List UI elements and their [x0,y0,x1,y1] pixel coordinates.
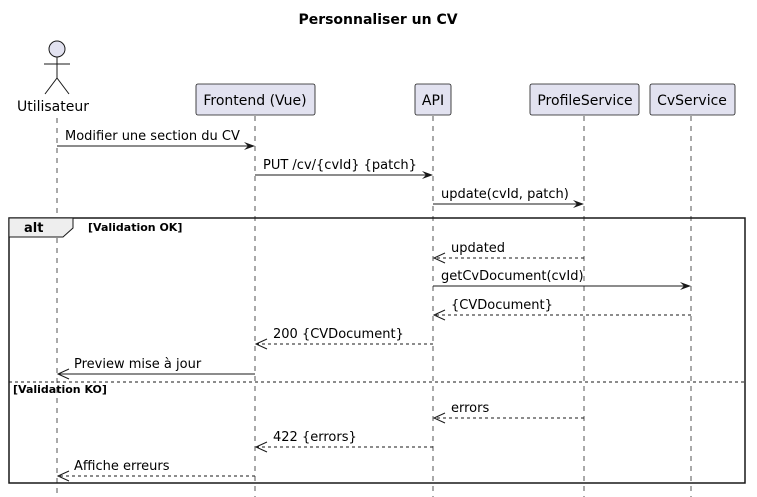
participant-profile-label: ProfileService [537,93,632,109]
message-label: {CVDocument} [451,298,553,313]
actor-user-icon [44,40,70,95]
participant-cv-label: CvService [657,93,727,109]
message-label: 200 {CVDocument} [273,327,404,342]
message-9: 422 {errors} [254,430,433,453]
message-label: getCvDocument(cvId) [441,269,584,284]
alt-frame: alt [Validation OK] [Validation KO] [8,217,746,484]
participant-profile: ProfileService [529,83,640,116]
message-8: errors [432,401,584,424]
participant-frontend: Frontend (Vue) [195,83,316,116]
participant-api: API [414,83,452,116]
message-2: update(cvId, patch) [433,187,584,208]
participant-cv: CvService [649,83,736,116]
alt-guard-ok: [Validation OK] [88,221,182,234]
message-label: update(cvId, patch) [441,187,569,202]
message-label: errors [451,401,489,416]
message-label: Modifier une section du CV [65,129,240,144]
message-7: Preview mise à jour [56,357,255,380]
message-4: getCvDocument(cvId) [433,269,691,290]
message-6: 200 {CVDocument} [254,327,433,350]
message-3: updated [432,241,584,264]
message-label: PUT /cv/{cvId} {patch} [263,158,417,173]
message-5: {CVDocument} [432,298,691,321]
alt-tag: alt [24,221,43,236]
message-0: Modifier une section du CV [57,129,255,150]
participant-frontend-label: Frontend (Vue) [203,93,306,109]
message-10: Affiche erreurs [56,459,255,482]
message-label: 422 {errors} [273,430,357,445]
message-1: PUT /cv/{cvId} {patch} [255,158,433,179]
diagram-title: Personnaliser un CV [298,12,457,28]
participant-user-label: Utilisateur [17,99,89,115]
message-label: Affiche erreurs [74,459,170,474]
participant-api-label: API [422,93,444,109]
message-label: updated [451,241,505,256]
message-label: Preview mise à jour [74,357,202,372]
alt-guard-ko: [Validation KO] [13,383,107,396]
